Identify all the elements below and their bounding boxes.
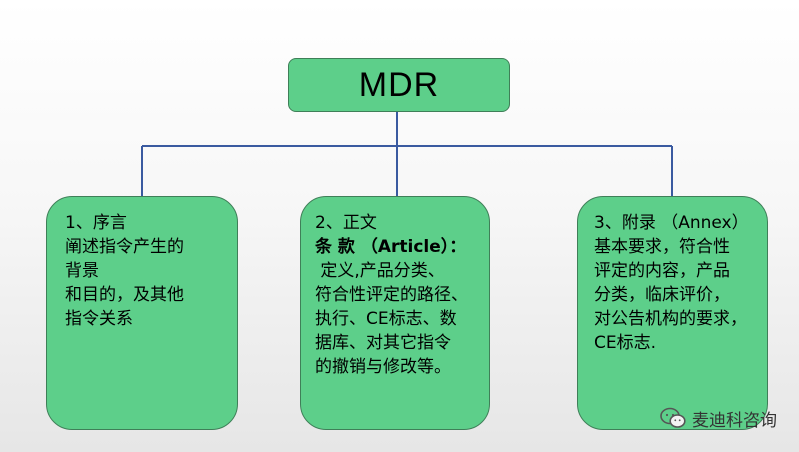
watermark: 麦迪科咨询 [660,404,777,432]
main-text-heading: 2、正文 [315,213,377,233]
annex-heading: 3、附录 （Annex） [594,213,749,233]
watermark-text: 麦迪科咨询 [692,410,777,431]
annex-line: 基本要求，符合性 [594,237,730,257]
preface-line: 和目的，及其他 [65,285,184,305]
main-text-line: 执行、CE标志、数 [315,309,457,329]
annex-line: 分类，临床评价， [594,285,730,305]
root-label: MDR [358,65,440,104]
preface-line: 阐述指令产生的 [65,237,184,257]
annex-line: 评定的内容，产品 [594,261,730,281]
main-text-line: 符合性评定的路径、 [315,285,468,305]
preface-line: 背景 [65,261,99,281]
main-text-line: 定义,产品分类、 [315,261,445,281]
child-node-main-text: 2、正文 条 款 （Article）： 定义,产品分类、 符合性评定的路径、 执… [300,196,490,430]
main-text-subheading: 条 款 （Article）： [315,237,467,257]
preface-line: 指令关系 [65,309,133,329]
root-node-mdr: MDR [288,58,510,112]
annex-line: 对公告机构的要求， [594,309,747,329]
wechat-icon [660,407,686,428]
annex-line: CE标志. [594,333,657,353]
child-node-annex: 3、附录 （Annex） 基本要求，符合性 评定的内容，产品 分类，临床评价， … [577,196,768,430]
child-node-preface: 1、序言 阐述指令产生的 背景 和目的，及其他 指令关系 [46,196,238,430]
main-text-line: 的撤销与修改等。 [315,357,451,377]
main-text-line: 据库、对其它指令 [315,333,451,353]
preface-line: 1、序言 [65,213,127,233]
